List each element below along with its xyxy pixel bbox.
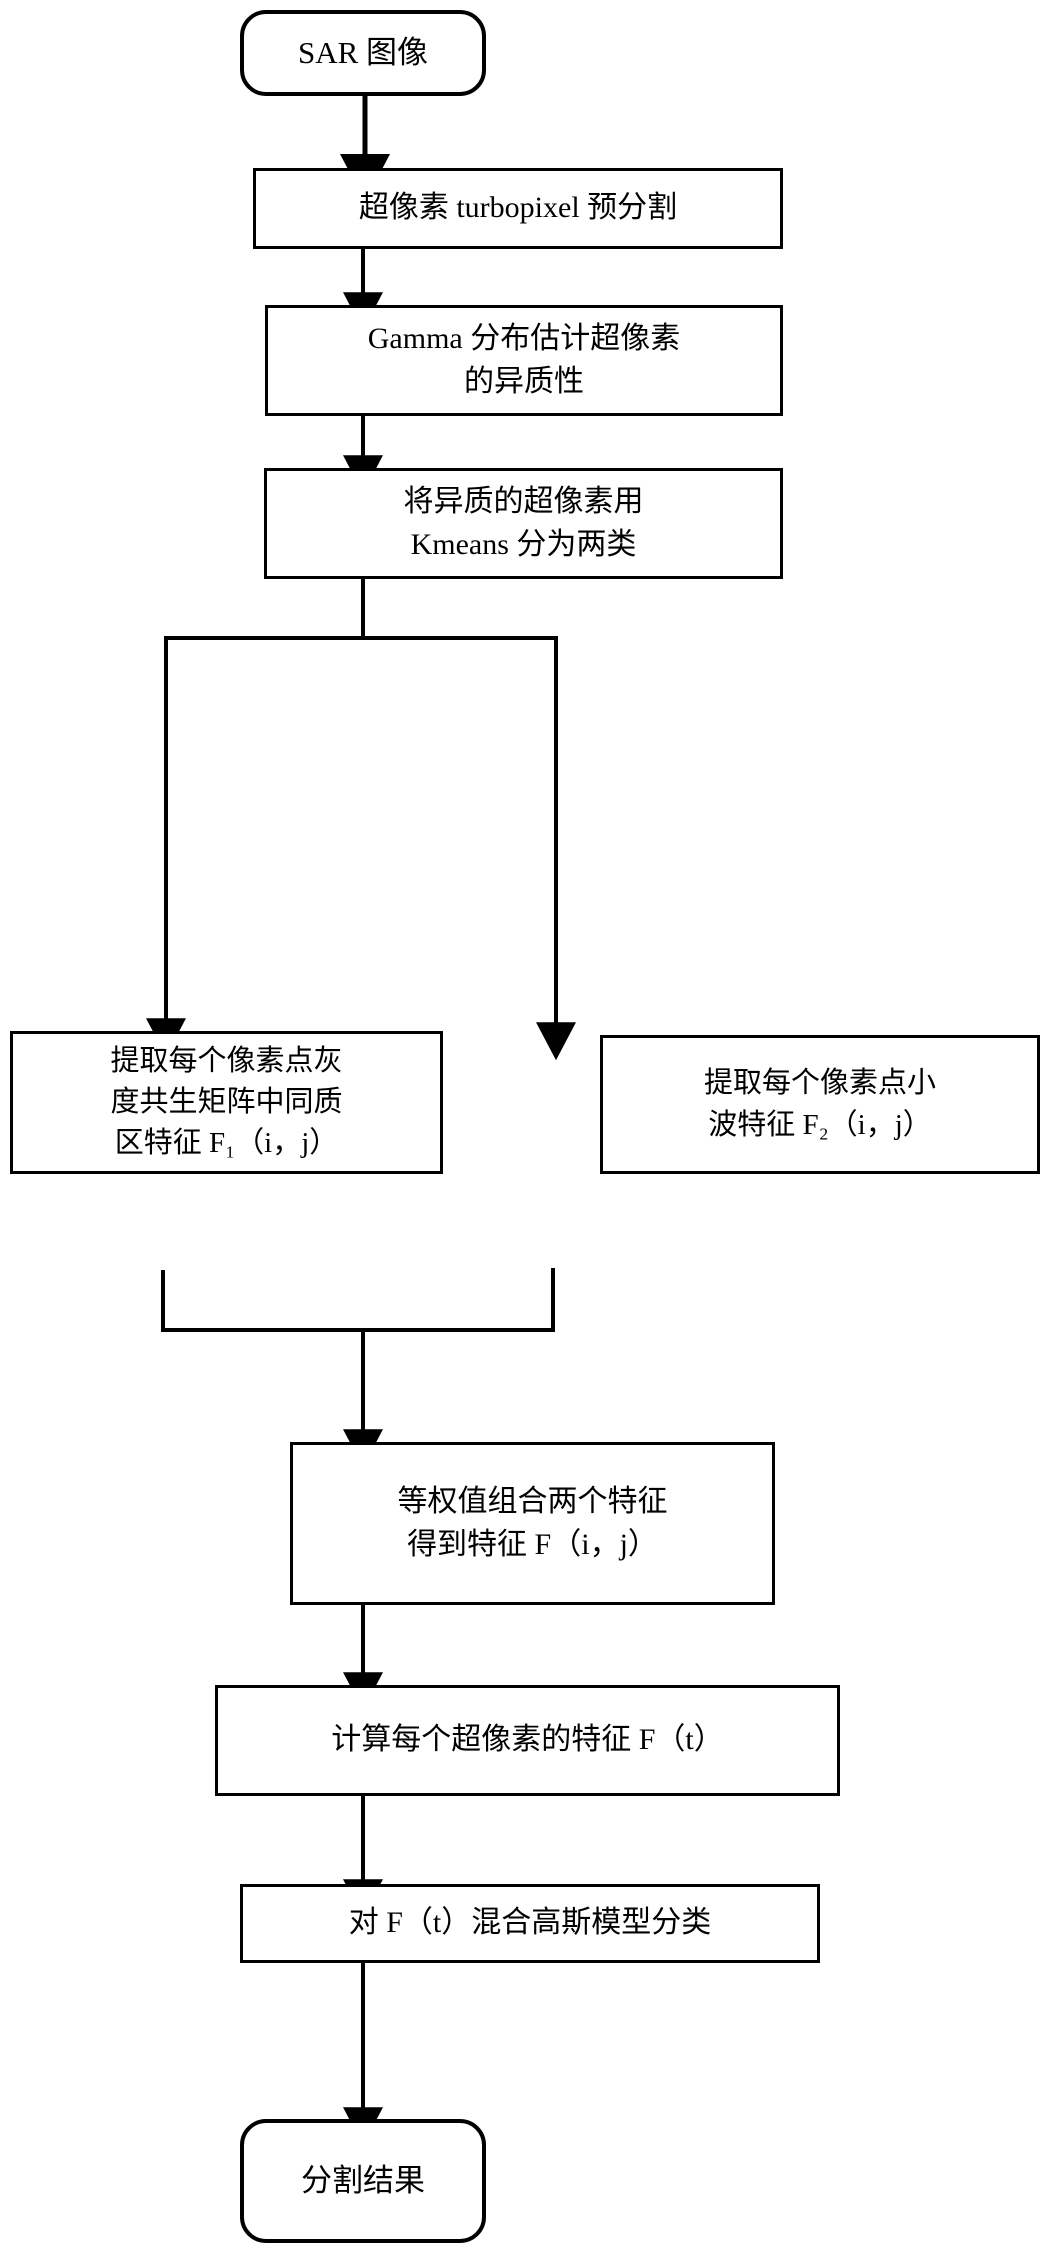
node-gamma-label: Gamma 分布估计超像素 的异质性 <box>367 321 681 398</box>
node-glcm-feature-label: 提取每个像素点灰 度共生矩阵中同质 区特征 F₁（i，j） <box>110 1044 343 1160</box>
node-superpixel-feature-label: 计算每个超像素的特征 F（t） <box>331 1723 724 1757</box>
node-presegment-label: 超像素 turbopixel 预分割 <box>358 191 678 225</box>
node-start-label: SAR 图像 <box>297 34 429 70</box>
node-wavelet-feature-label: 提取每个像素点小 波特征 F₂（i，j） <box>703 1067 936 1141</box>
node-wavelet-feature[interactable]: 提取每个像素点小 波特征 F₂（i，j） <box>600 1035 1040 1174</box>
node-presegment[interactable]: 超像素 turbopixel 预分割 <box>253 168 783 249</box>
node-kmeans-label: 将异质的超像素用 Kmeans 分为两类 <box>403 484 644 561</box>
node-combine[interactable]: 等权值组合两个特征 得到特征 F（i，j） <box>290 1442 775 1605</box>
node-start[interactable]: SAR 图像 <box>240 10 486 96</box>
node-gmm-classify-label: 对 F（t）混合高斯模型分类 <box>348 1906 712 1940</box>
node-kmeans[interactable]: 将异质的超像素用 Kmeans 分为两类 <box>264 468 783 579</box>
node-gmm-classify[interactable]: 对 F（t）混合高斯模型分类 <box>240 1884 820 1963</box>
node-result[interactable]: 分割结果 <box>240 2119 486 2243</box>
node-glcm-feature[interactable]: 提取每个像素点灰 度共生矩阵中同质 区特征 F₁（i，j） <box>10 1031 443 1174</box>
node-combine-label: 等权值组合两个特征 得到特征 F（i，j） <box>397 1484 668 1561</box>
node-gamma[interactable]: Gamma 分布估计超像素 的异质性 <box>265 305 783 416</box>
node-superpixel-feature[interactable]: 计算每个超像素的特征 F（t） <box>215 1685 840 1796</box>
node-result-label: 分割结果 <box>301 2162 425 2198</box>
